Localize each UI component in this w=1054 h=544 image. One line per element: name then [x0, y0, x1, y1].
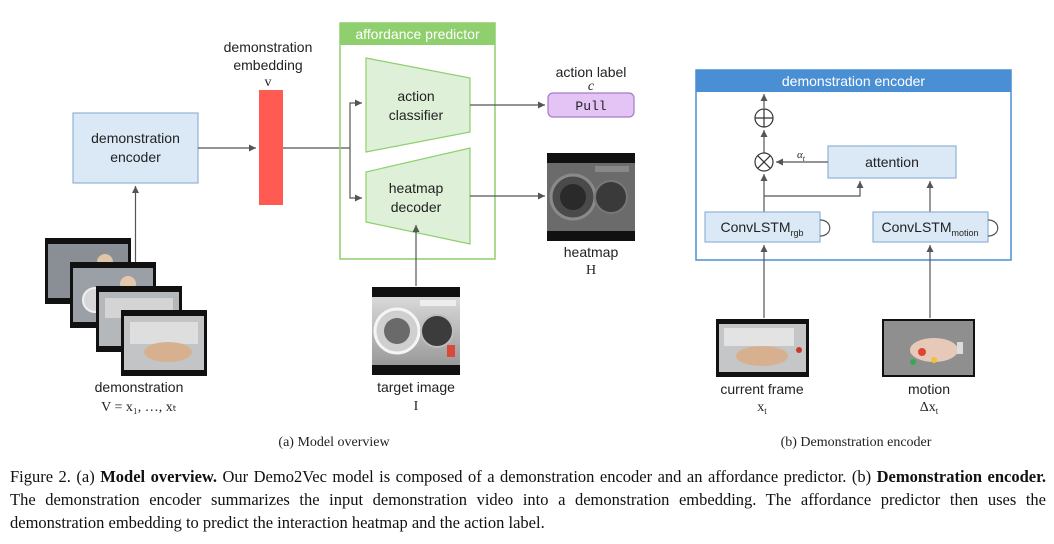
target-image-label: target image: [377, 379, 455, 395]
motion-image: [882, 319, 975, 377]
convlstm-motion-box: [872, 211, 989, 243]
decoder-label-line2: decoder: [391, 199, 442, 215]
model-overview-panel: demonstration encoder demonstration embe…: [45, 22, 635, 450]
demo-encoder-label-line1: demonstration: [91, 130, 180, 146]
current-frame-image: [716, 319, 809, 377]
caption-text-1: Our Demo2Vec model is composed of a demo…: [217, 467, 877, 486]
caption-prefix: Figure 2. (a): [10, 467, 101, 486]
classifier-label-line1: action: [397, 88, 434, 104]
convlstm-rgb-box: [704, 211, 821, 243]
action-label-symbol: c: [588, 79, 595, 94]
affordance-predictor-title: affordance predictor: [355, 26, 480, 42]
arrow-rgb-to-attention: [764, 181, 864, 197]
classifier-label-line2: classifier: [389, 107, 444, 123]
heatmap-image: [547, 153, 635, 241]
alpha-symbol: αt: [797, 149, 806, 163]
heatmap-label: heatmap: [564, 244, 619, 260]
target-image: [372, 287, 460, 375]
demo-encoder-label-line2: encoder: [110, 149, 161, 165]
decoder-label-line1: heatmap: [389, 180, 444, 196]
caption-bold-demo-encoder: Demonstration encoder.: [876, 467, 1046, 486]
heatmap-symbol: H: [586, 263, 596, 278]
otimes-d2: [757, 155, 771, 169]
encoder-panel-header: [696, 70, 1011, 92]
demonstration-encoder-panel: demonstration encoder attention αt ConvL…: [695, 69, 1012, 450]
current-frame-symbol: xt: [757, 400, 767, 416]
encoder-panel-title: demonstration encoder: [782, 73, 926, 89]
embedding-symbol: v: [265, 75, 272, 90]
caption-bold-model-overview: Model overview.: [100, 467, 218, 486]
demonstration-formula: V = x₁, …, xₜ: [101, 400, 177, 415]
affordance-predictor-box: affordance predictor action classifier h…: [339, 22, 496, 260]
rgb-recurrent-loop: [819, 219, 831, 237]
action-label-value: Pull: [575, 99, 606, 114]
demonstration-label: demonstration: [95, 379, 184, 395]
demonstration-embedding-bar: [259, 90, 283, 205]
subcaption-a: (a) Model overview: [278, 435, 390, 450]
embedding-label-line2: embedding: [233, 57, 302, 73]
convlstm-motion-label: ConvLSTMmotion: [881, 219, 978, 238]
action-classifier-trapezoid: [365, 57, 471, 153]
action-label-title: action label: [556, 64, 627, 80]
arrow-to-decoder: [349, 148, 362, 202]
motion-label: motion: [908, 381, 950, 397]
demonstration-encoder-box: demonstration encoder: [72, 112, 199, 184]
heatmap-decoder-trapezoid: [365, 147, 471, 245]
demo-frame-4: [121, 310, 207, 376]
convlstm-rgb-label: ConvLSTMrgb: [720, 219, 803, 238]
action-label-box: [547, 92, 635, 118]
attention-box: [827, 145, 957, 179]
subcaption-b: (b) Demonstration encoder: [781, 435, 932, 450]
attention-label: attention: [865, 154, 919, 170]
target-image-symbol: I: [414, 399, 419, 414]
demonstration-frames: [45, 238, 207, 376]
caption-text-2: The demonstration encoder summarizes the…: [10, 490, 1046, 532]
arrow-to-classifier: [349, 99, 362, 148]
figure-caption: Figure 2. (a) Model overview. Our Demo2V…: [10, 465, 1046, 534]
current-frame-label: current frame: [720, 381, 803, 397]
motion-symbol: Δxt: [920, 400, 939, 416]
motion-recurrent-loop: [987, 219, 999, 237]
embedding-label-line1: demonstration: [224, 39, 313, 55]
